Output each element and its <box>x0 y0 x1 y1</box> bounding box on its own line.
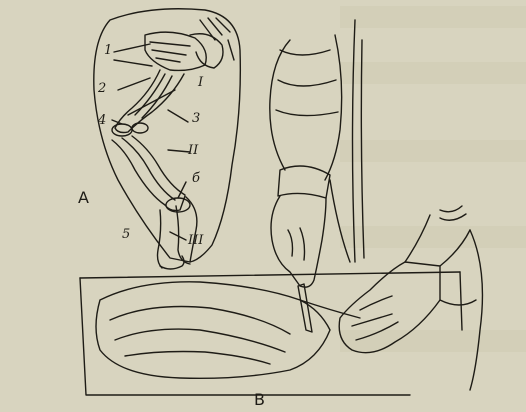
label-2: 2 <box>98 82 106 95</box>
label-b: б <box>192 172 200 185</box>
label-3: 3 <box>192 112 200 125</box>
panel-b-letter: B <box>254 392 265 408</box>
label-II: II <box>188 144 198 157</box>
panel-a-limb-drawing <box>94 9 241 269</box>
panel-b-cutting-drawing <box>80 20 482 395</box>
label-III: III <box>188 234 203 247</box>
label-4: 4 <box>98 114 106 127</box>
panel-a-letter: A <box>78 190 89 206</box>
label-I: I <box>198 76 203 89</box>
label-5: 5 <box>122 228 130 241</box>
label-1: 1 <box>104 44 112 57</box>
